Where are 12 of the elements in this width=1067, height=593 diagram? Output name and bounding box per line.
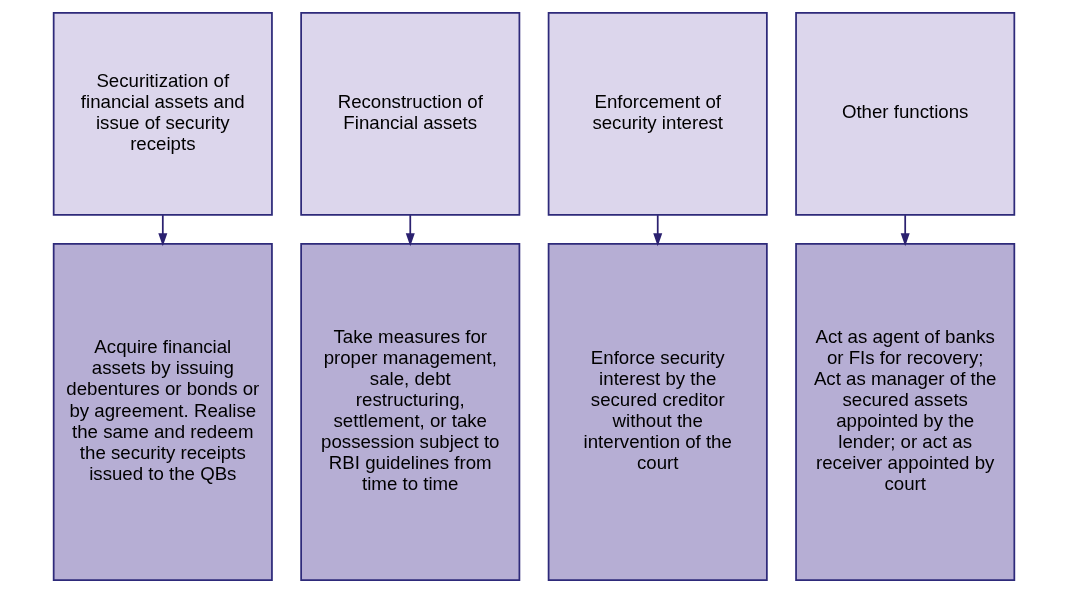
node-box: Act as agent of banks or FIs for recovery; Act as manager of the secured assets appointed by the lender; or act as receiver appointed by court [794, 243, 1015, 582]
node-box: Reconstruction of Financial assets [299, 11, 520, 216]
arrow [405, 214, 415, 247]
node-box: Acquire financial assets by issuing debentures or bonds or by agreement. Realise the same and redeem the security receipts issued to the QBs [52, 243, 273, 582]
node-box: Enforce security interest by the secured creditor without the intervention of the court [547, 243, 768, 582]
node-box: Securitization of financial assets and issue of security receipts [52, 11, 273, 216]
arrow [157, 214, 167, 247]
node-box: Take measures for proper management, sale, debt restructuring, settlement, or take possession subject to RBI guidelines from time to time [299, 243, 520, 582]
node-box: Enforcement of security interest [547, 11, 768, 216]
node-box: Other functions [794, 11, 1015, 216]
arrow [652, 214, 662, 247]
arrow [900, 214, 910, 247]
